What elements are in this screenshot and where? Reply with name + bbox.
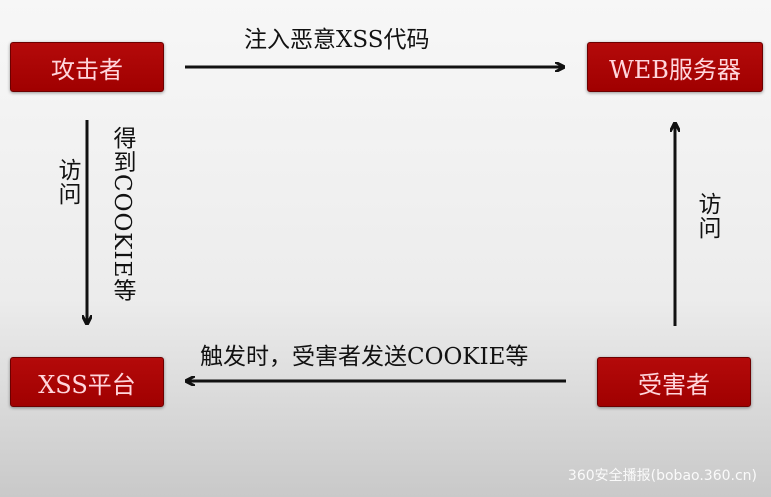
node-web-server: WEB服务器 <box>587 42 763 92</box>
label-visit-left: 访问 <box>54 158 80 206</box>
node-attacker: 攻击者 <box>10 42 164 92</box>
label-inject: 注入恶意XSS代码 <box>244 27 430 53</box>
label-get-cookie: 得到COOKIE等 <box>109 126 135 303</box>
node-xss-platform: XSS平台 <box>10 357 164 407</box>
node-victim: 受害者 <box>597 357 751 407</box>
label-send-cookie: 触发时，受害者发送COOKIE等 <box>200 344 529 370</box>
label-visit-right: 访问 <box>694 192 720 240</box>
watermark: 360安全播报(bobao.360.cn) <box>567 468 757 484</box>
